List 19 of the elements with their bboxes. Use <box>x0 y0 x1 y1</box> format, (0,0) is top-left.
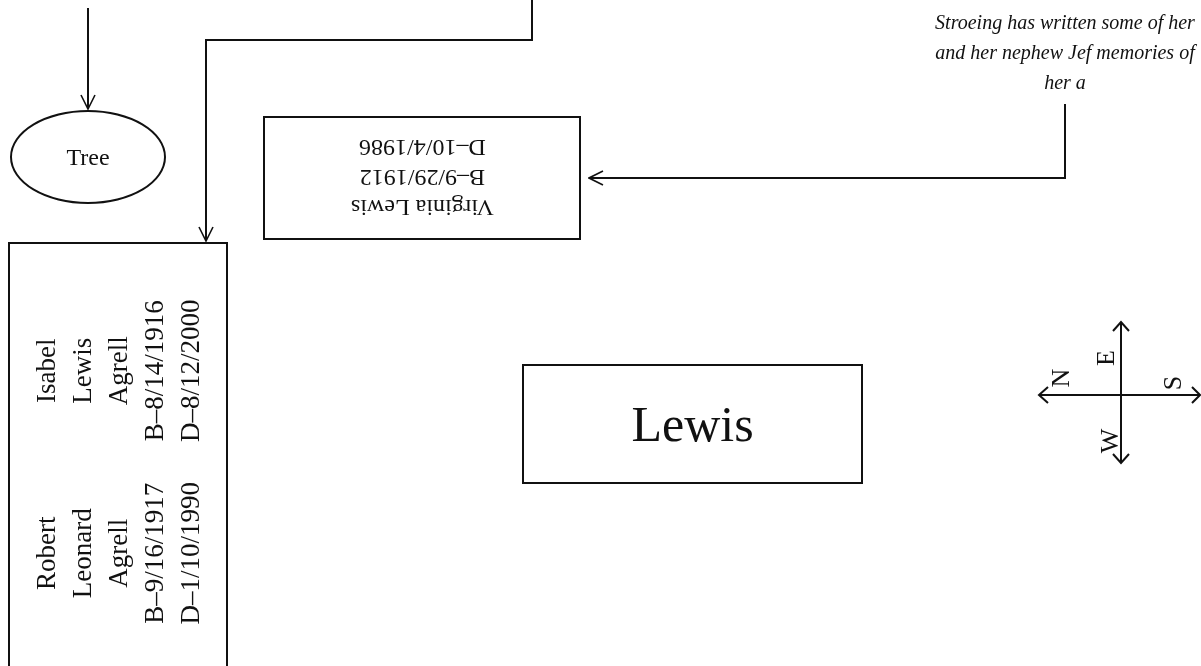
inscription-line: D–10/4/1986 <box>357 134 487 163</box>
compass-letter: E <box>1092 350 1119 366</box>
tree-ellipse <box>10 110 166 204</box>
burial-entry: Isabel Lewis Agrell B–8/14/1916 D–8/12/2000 <box>30 299 206 442</box>
inscription-line: Virginia Lewis <box>350 194 494 223</box>
grave-marker-box <box>522 364 863 484</box>
arrow <box>198 0 533 242</box>
compass-letter: S <box>1160 375 1187 391</box>
arrow <box>80 7 96 110</box>
compass-letter: W <box>1097 428 1124 454</box>
grave-marker-box <box>8 242 228 666</box>
inscription-line: B–9/29/1912 <box>358 164 486 193</box>
note-text: Stroeing has written some of her and her nephew Jef memories of her a <box>934 10 1198 95</box>
label-text: Tree <box>66 145 110 169</box>
label-text: Lewis <box>631 399 754 449</box>
burial-entry: Robert Leonard Agrell B–9/16/1917 D–1/10/1990 <box>30 482 206 625</box>
arrow <box>588 103 1066 186</box>
compass-letter: N <box>1048 368 1075 388</box>
grave-marker-box <box>263 116 581 240</box>
